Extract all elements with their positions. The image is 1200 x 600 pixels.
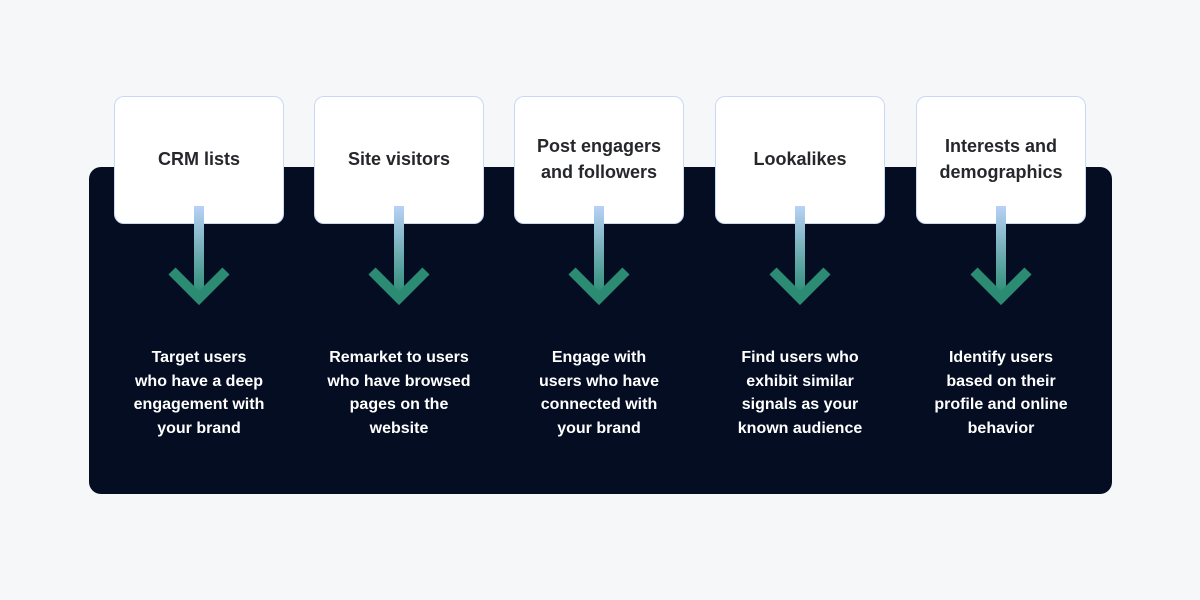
audience-card: CRM lists: [114, 96, 284, 224]
audience-card-title: CRM lists: [158, 146, 240, 172]
audience-description: Target users who have a deep engagement …: [106, 346, 292, 440]
description-line: connected with: [540, 396, 658, 413]
description-line: your brand: [157, 419, 241, 437]
description-line: Identify users: [948, 349, 1054, 366]
title-line: demographics: [939, 162, 1063, 182]
audience-card: Lookalikes: [715, 96, 885, 224]
audience-column-lookalikes: Lookalikes Find users who exhibit simila…: [715, 96, 887, 456]
title-line: Lookalikes: [753, 149, 847, 169]
description-line: website: [369, 419, 429, 437]
title-line: Site visitors: [347, 149, 451, 169]
description-line: who have a deep: [134, 372, 264, 390]
audience-description: Find users who exhibit similar signals a…: [707, 346, 893, 440]
description-line: behavior: [967, 419, 1035, 437]
audience-card-title: Post engagers and followers: [537, 133, 661, 185]
description-line: Target users: [151, 349, 247, 366]
description-line: known audience: [737, 419, 863, 437]
audience-column-interests: Interests and demographics Identify user…: [916, 96, 1088, 456]
description-line: users who have: [538, 372, 660, 390]
audience-card: Post engagers and followers: [514, 96, 684, 224]
description-line: based on their: [946, 372, 1056, 390]
audience-card-title: Site visitors: [348, 146, 450, 172]
description-line: your brand: [557, 419, 641, 437]
description-line: exhibit similar: [746, 372, 854, 390]
description-line: Remarket to users: [329, 349, 469, 366]
description-line: signals as your: [741, 396, 859, 413]
description-line: Engage with: [551, 349, 647, 366]
audience-card: Site visitors: [314, 96, 484, 224]
audience-column-post-engagers: Post engagers and followers Engage with …: [514, 96, 686, 456]
arrow-down-icon: [368, 206, 430, 306]
title-line: Post engagers: [536, 136, 662, 156]
title-line: and followers: [540, 162, 657, 182]
title-line: Interests and: [944, 136, 1058, 156]
description-line: profile and online: [934, 396, 1068, 413]
audience-column-crm-lists: CRM lists Target users who have a deep e…: [114, 96, 286, 456]
description-line: who have browsed: [327, 372, 471, 390]
arrow-down-icon: [970, 206, 1032, 306]
description-line: engagement with: [133, 396, 265, 413]
audience-card: Interests and demographics: [916, 96, 1086, 224]
audience-description: Remarket to users who have browsed pages…: [306, 346, 492, 440]
title-line: CRM lists: [157, 149, 240, 169]
arrow-down-icon: [168, 206, 230, 306]
audience-column-site-visitors: Site visitors Remarket to users who have…: [314, 96, 486, 456]
description-line: pages on the: [349, 396, 449, 413]
audience-card-title: Lookalikes: [753, 146, 846, 172]
audience-description: Identify users based on their profile an…: [908, 346, 1094, 440]
description-line: Find users who: [741, 349, 859, 366]
audience-card-title: Interests and demographics: [939, 133, 1062, 185]
arrow-down-icon: [568, 206, 630, 306]
arrow-down-icon: [769, 206, 831, 306]
audience-description: Engage with users who have connected wit…: [506, 346, 692, 440]
